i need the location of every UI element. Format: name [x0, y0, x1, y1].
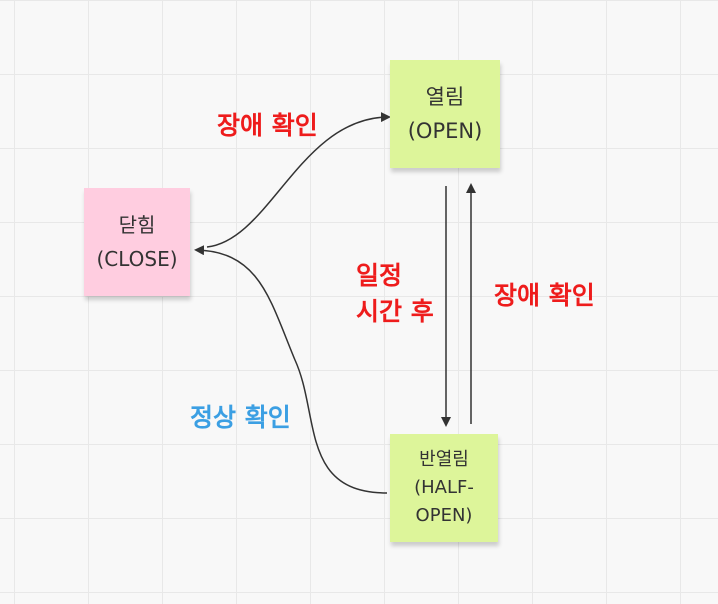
label-open-to-half: 일정 시간 후: [356, 258, 434, 330]
state-close-name: 닫힘: [118, 213, 156, 237]
state-half-open-note[interactable]: 반열림 (HALF- OPEN): [390, 434, 498, 542]
state-half-open-code-1: (HALF-: [414, 477, 474, 498]
state-close-code: (CLOSE): [96, 247, 178, 271]
label-close-to-open: 장애 확인: [217, 108, 318, 144]
arrow-half-to-close: [194, 245, 388, 494]
state-half-open-name: 반열림: [419, 449, 469, 470]
state-open-note[interactable]: 열림 (OPEN): [390, 60, 500, 168]
state-close-note[interactable]: 닫힘 (CLOSE): [84, 188, 190, 296]
label-half-to-close-text: 정상 확인: [190, 403, 291, 432]
label-open-to-half-line1: 일정: [356, 261, 403, 290]
state-half-open-code-2: OPEN): [415, 505, 473, 526]
state-open-name: 열림: [425, 85, 465, 109]
state-open-code: (OPEN): [407, 119, 483, 143]
label-close-to-open-text: 장애 확인: [217, 111, 318, 140]
label-half-to-open: 장애 확인: [494, 278, 595, 314]
arrow-close-to-open: [206, 112, 391, 248]
label-half-to-close: 정상 확인: [190, 400, 291, 436]
label-open-to-half-line2: 시간 후: [356, 297, 434, 326]
label-half-to-open-text: 장애 확인: [494, 281, 595, 310]
